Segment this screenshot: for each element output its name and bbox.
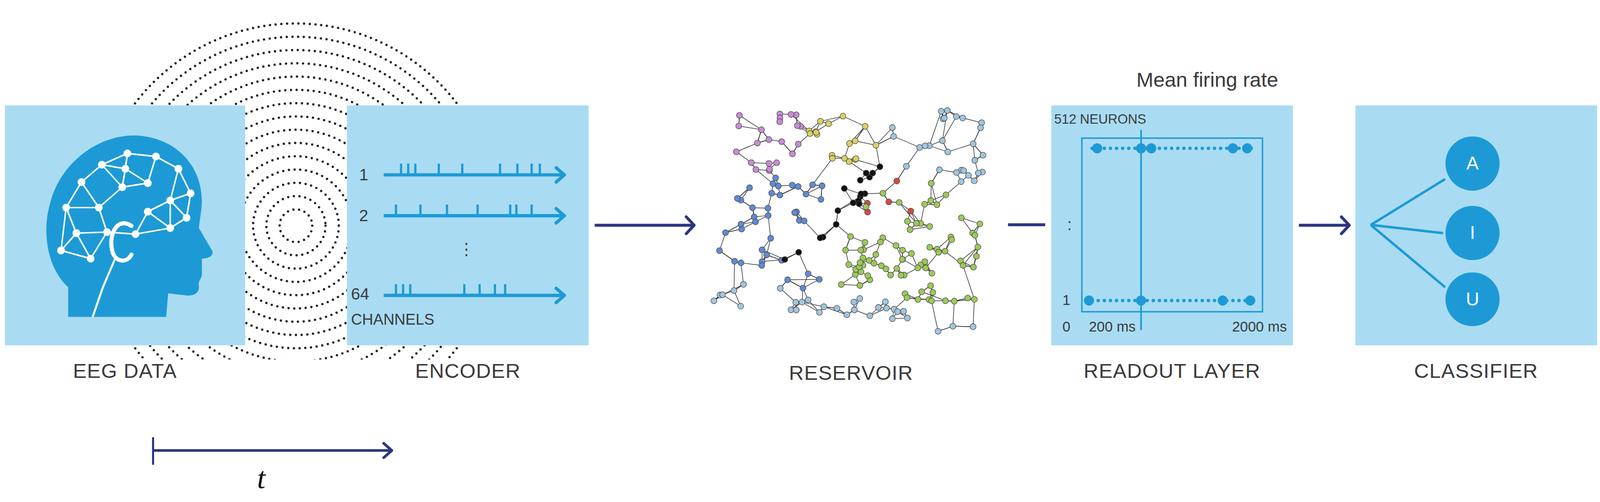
class-letter: U (1466, 288, 1480, 310)
stage-title: RESERVOIR (788, 361, 914, 384)
flow-arrow (1298, 223, 1350, 227)
class-circle: U (1445, 272, 1500, 327)
raster-plot (1051, 105, 1293, 346)
class-letter: I (1470, 222, 1475, 243)
axis-tick: 2000 ms (1231, 318, 1287, 335)
channel-number: 1 (359, 165, 369, 184)
flow-arrow (1007, 222, 1046, 226)
axis-tick: 0 (1062, 318, 1071, 335)
channel-number: 2 (359, 206, 369, 224)
head-icon (4, 105, 245, 346)
flow-arrow (594, 223, 694, 227)
channel-number: 64 (350, 284, 370, 303)
stage-title: READOUT LAYER (1083, 359, 1261, 382)
axis-tick: 200 ms (1088, 318, 1136, 335)
spike-trains (346, 105, 589, 346)
readout-panel: READOUT LAYER512 NEURONS:10200 ms2000 ms (1051, 105, 1293, 346)
classifier-panel: CLASSIFIERAIU (1355, 105, 1598, 346)
class-circle: A (1445, 136, 1500, 191)
encoder-panel: ENCODER12⋮64CHANNELS (346, 105, 589, 346)
ellipsis: ⋮ (458, 240, 475, 258)
axis-label: 512 NEURONS (1054, 112, 1147, 127)
readout-heading: Mean firing rate (1136, 68, 1279, 92)
time-arrow (153, 436, 392, 465)
stage-title: EEG DATA (72, 359, 178, 382)
reservoir-network (711, 107, 987, 334)
time-label: t (256, 460, 266, 495)
stage-title: CLASSIFIER (1413, 359, 1538, 382)
class-letter: A (1466, 153, 1479, 174)
stage-title: ENCODER (415, 359, 521, 382)
axis-tick: 1 (1062, 292, 1071, 309)
axis-label: CHANNELS (350, 311, 435, 328)
ellipsis: : (1066, 215, 1072, 234)
reservoir-area: RESERVOIR (699, 101, 1003, 347)
eeg-panel: EEG DATA (4, 105, 245, 346)
class-circle: I (1445, 205, 1500, 260)
